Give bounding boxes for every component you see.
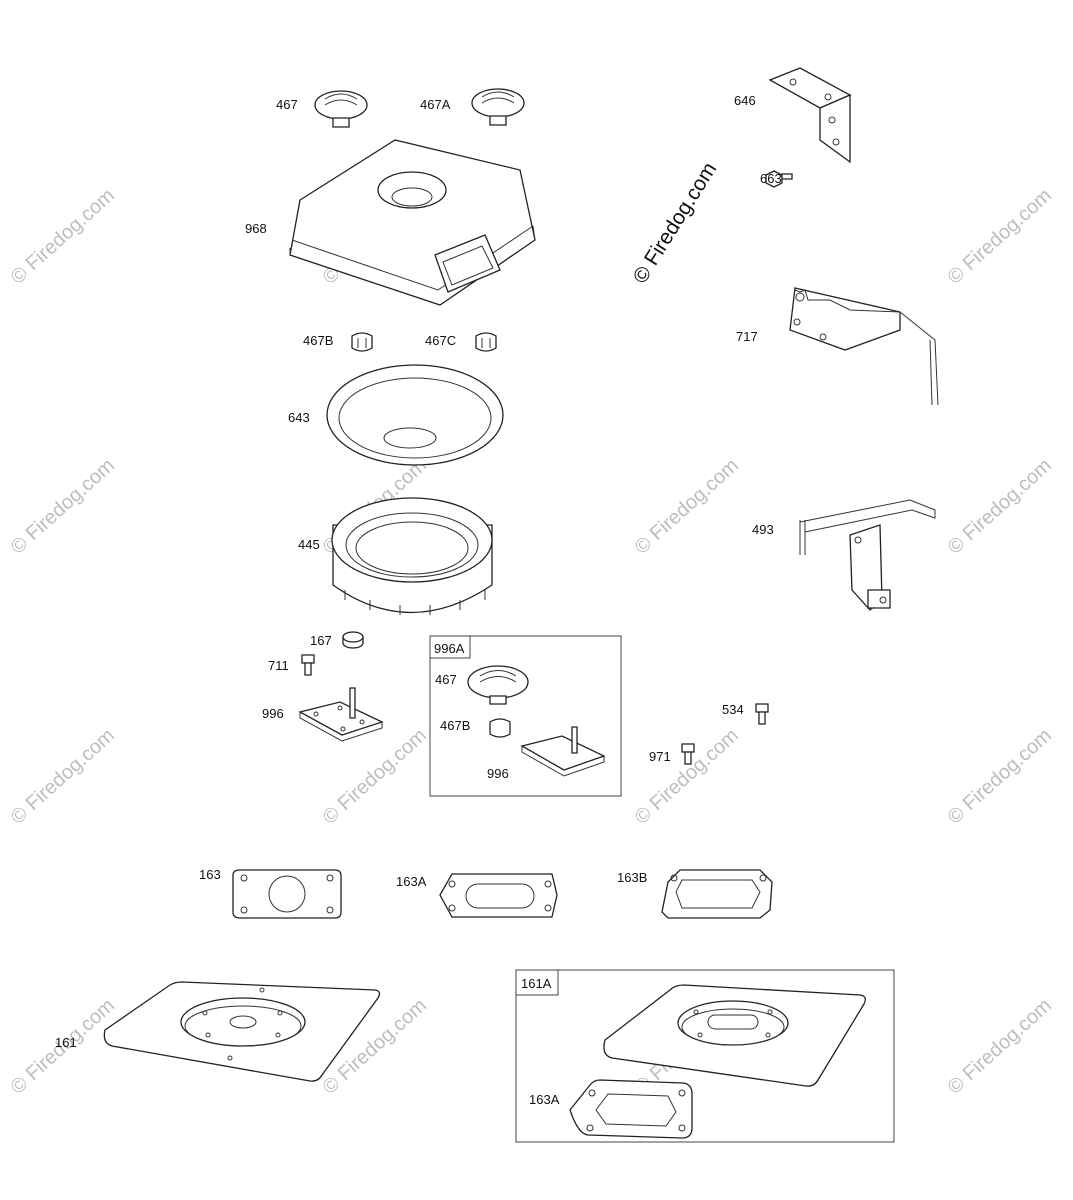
part-161A-base [603,984,866,1087]
watermark: © Firedog.com [7,184,119,288]
watermark: © Firedog.com [944,994,1056,1098]
label-163A: 163A [396,874,427,889]
part-996A-467B-knob [489,718,511,738]
label-167: 167 [310,633,332,648]
label-968: 968 [245,221,267,236]
part-163-gasket [232,869,342,919]
kit-996A-box [429,635,622,797]
part-467B-knob [351,332,373,352]
label-534: 534 [722,702,744,717]
watermark: © Firedog.com [319,724,431,828]
part-646-bracket [768,67,852,164]
watermark: © Firedog.com [7,454,119,558]
watermark: © Firedog.com [944,724,1056,828]
part-996-plate [298,687,384,742]
label-663: 663 [760,171,782,186]
label-163: 163 [199,867,221,882]
part-996A-996-plate [520,726,606,777]
watermark: © Firedog.com [631,724,743,828]
part-711-bolt [301,654,315,676]
part-467A-cap [471,88,525,126]
part-161-base [103,981,381,1082]
part-161A-163A-gasket [569,1079,693,1139]
watermark: © Firedog.com [631,454,743,558]
label-445: 445 [298,537,320,552]
part-445-filter [331,497,493,615]
label-161: 161 [55,1035,77,1050]
label-163B: 163B [617,870,647,885]
part-717-bracket [789,287,939,406]
label-646: 646 [734,93,756,108]
label-996A-996: 996 [487,766,509,781]
label-161A: 161A [521,976,552,991]
label-467: 467 [276,97,298,112]
label-996A-467: 467 [435,672,457,687]
label-161A-163A: 163A [529,1092,560,1107]
watermark: © Firedog.com [7,724,119,828]
part-996A-467-cap [467,665,529,705]
watermark: © Firedog.com [944,454,1056,558]
label-467B: 467B [303,333,333,348]
part-534-bolt [755,703,769,725]
part-971-bolt [681,743,695,765]
part-493-bracket [799,499,936,611]
part-467-cap [314,90,368,128]
part-467C-knob [475,332,497,352]
part-643-precleaner [326,364,504,466]
part-163B-gasket [661,869,773,919]
label-996A-467B: 467B [440,718,470,733]
part-167-spacer [342,631,364,649]
watermark-layer: © Firedog.com © Firedog.com © Firedog.co… [7,158,1056,1098]
label-493: 493 [752,522,774,537]
label-717: 717 [736,329,758,344]
label-711: 711 [268,658,289,673]
part-968-cover [289,139,536,306]
label-996: 996 [262,706,284,721]
part-163A-gasket [439,873,558,918]
watermark: © Firedog.com [944,184,1056,288]
watermark-dark: © Firedog.com [629,158,722,287]
kit-161A-box [515,969,895,1143]
part-663-screw [765,170,793,188]
label-467A: 467A [420,97,451,112]
label-467C: 467C [425,333,456,348]
label-643: 643 [288,410,310,425]
label-971: 971 [649,749,671,764]
label-996A: 996A [434,641,465,656]
